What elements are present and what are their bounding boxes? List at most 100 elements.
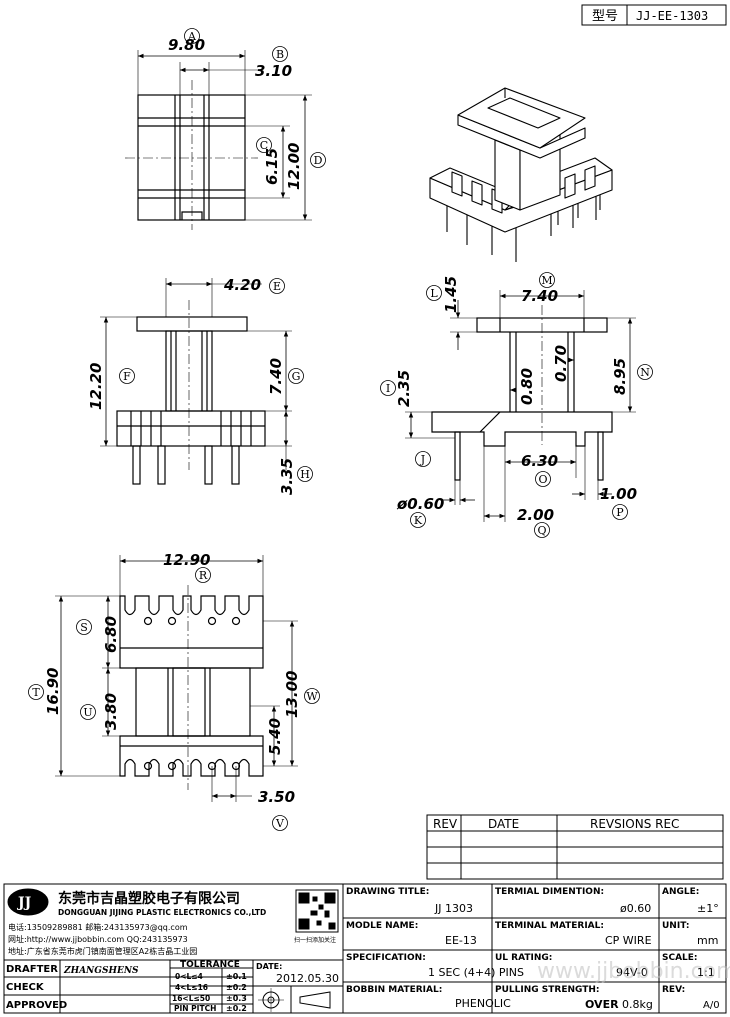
dim-t-value: 16.90 [44,668,62,715]
callout-circle-i [380,380,396,396]
scale-value: 1:1 [697,966,715,979]
dim-f-value: 12.20 [87,363,105,410]
unit-label: UNIT: [662,921,689,931]
dim-w-value: 13.00 [283,671,301,718]
company-name-en: DONGGUAN JIJING PLASTIC ELECTRONICS CO.,… [58,908,266,917]
callout-letter-f: F [123,370,131,383]
date-label: DATE: [256,962,282,971]
date-col-header: DATE [488,817,519,831]
company-name-cn: 东莞市吉晶塑胶电子有限公司 [58,890,240,907]
callout-circle-o [535,471,551,487]
dim-080-value: 0.80 [518,368,536,405]
company-addr: 地址:广东省东莞市虎门镇南面管理区A2栋吉晶工业园 [8,946,197,956]
callout-letter-r: R [199,569,208,582]
callout-letter-e: E [273,280,281,293]
dim-u-value: 3.80 [102,693,120,730]
callout-circle-k [410,512,426,528]
tol-range-2: 4<L≤16 [175,983,208,992]
drafter-label: DRAFTER [6,964,58,975]
callout-letter-v: V [275,817,285,830]
callout-circle-d [310,152,326,168]
callout-circle-e [269,278,285,294]
dim-l-value: 1.45 [442,276,460,313]
ul-label: UL RATING: [495,953,552,963]
view-top [125,50,312,230]
spec-value: 1 SEC (4+4) PINS [428,966,524,979]
tol-value-4: ±0.2 [226,1004,247,1013]
dim-d-value: 12.00 [285,143,303,190]
model-value: JJ-EE-1303 [636,9,708,23]
angle-value: ±1° [697,902,719,915]
view-isometric [429,87,613,262]
terminal-mat-label: TERMINAL MATERIAL: [495,921,604,931]
company-logo: JJ [16,895,32,911]
approved-label: APPROVED [6,1000,67,1011]
model-label: 型号 [592,9,618,24]
dim-i-value: 2.35 [395,370,413,407]
callout-circle-j [415,451,431,467]
callout-letter-s: S [80,621,88,634]
terminal-mat-value: CP WIRE [605,934,652,947]
rev-label: REV: [662,985,685,995]
dim-b-value: 3.10 [255,62,292,80]
spec-label: SPECIFICATION: [346,953,426,963]
model-name-value: EE-13 [445,934,477,947]
dim-v-value: 3.50 [258,788,295,806]
callout-letter-t: T [32,686,40,699]
dim-p-value: 1.00 [600,485,637,503]
callout-letter-k: K [414,514,423,527]
callout-circle-h [297,466,313,482]
callout-circle-q [534,522,550,538]
pulling-value: 0.8kg [622,998,653,1011]
rev-col-header: REV [433,817,458,831]
callout-circle-l [426,285,442,301]
revision-table [426,814,724,880]
callout-circle-n [637,364,653,380]
terminal-dim-value: ø0.60 [620,902,651,915]
terminal-dim-label: TERMIAL DIMENTION: [495,887,604,897]
view-side [100,278,292,485]
dim-m-value: 7.40 [521,287,558,305]
dim-c-value: 6.15 [263,148,281,185]
callout-circle-b [272,46,288,62]
callout-circle-a [184,28,200,44]
company-tel: 电话:13509289881 邮箱:243135973@qq.com [8,922,188,932]
dim-g-value: 7.40 [267,358,285,395]
view-front [405,290,636,522]
scale-label: SCALE: [662,953,698,963]
callout-circle-v [272,815,288,831]
pulling-over: OVER [585,998,619,1011]
callout-circle-w [304,688,320,704]
callout-letter-h: H [300,468,310,481]
date-value: 2012.05.30 [276,972,339,985]
callout-letter-b: B [276,48,284,61]
dim-q-value: 2.00 [517,506,554,524]
callout-letter-g: G [292,370,301,383]
tolerance-label: TOLERANCE [180,960,240,970]
callout-circle-m [539,272,555,288]
callout-circle-s [76,619,92,635]
dim-k-value: ø0.60 [396,495,444,513]
callout-circle-t [28,684,44,700]
bobbin-mat-label: BOBBIN MATERIAL: [346,985,442,995]
callout-letter-n: N [640,366,650,379]
dim-n-value: 8.95 [611,358,629,395]
check-label: CHECK [6,982,45,993]
tol-value-2: ±0.2 [226,983,247,992]
tol-range-3: 16<L≤50 [172,994,210,1003]
tol-range-4: PIN PITCH [174,1004,216,1013]
bobbin-mat-value: PHENOLIC [455,997,511,1010]
model-name-label: MODLE NAME: [346,921,418,931]
unit-value: mm [697,934,718,947]
drawing-title-value: JJ 1303 [434,902,473,915]
callout-circle-c [256,137,272,153]
callout-letter-q: Q [537,524,546,537]
dim-h-value: 3.35 [278,458,296,495]
dim-e-value: 4.20 [223,276,261,294]
drawing-title-label: DRAWING TITLE: [346,887,429,897]
dim-070-value: 0.70 [552,345,570,382]
callout-letter-o: O [538,473,547,486]
callout-letter-d: D [314,154,323,167]
qr-caption: 扫一扫添加关注 [294,936,336,944]
